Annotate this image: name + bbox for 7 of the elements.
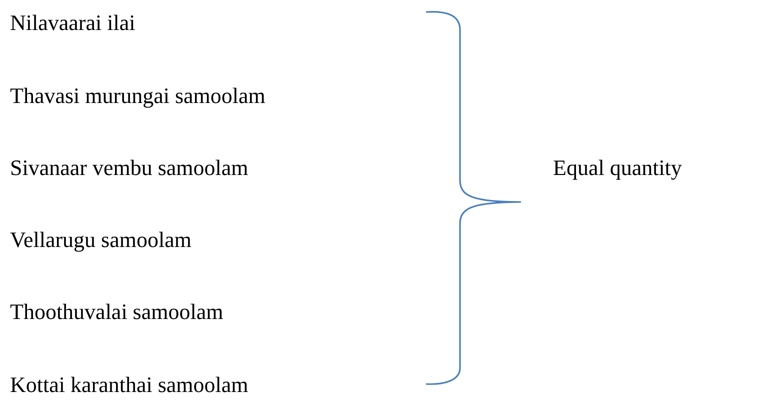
label-text: Thavasi murungai samoolam xyxy=(10,83,266,109)
label-text: Vellarugu samoolam xyxy=(10,227,192,253)
label-text: Equal quantity xyxy=(553,155,682,181)
label-text: Kottai karanthai samoolam xyxy=(10,372,248,398)
label-text: Nilavaarai ilai xyxy=(10,10,136,36)
label-text: Thoothuvalai samoolam xyxy=(10,299,224,325)
label-text: Sivanaar vembu samoolam xyxy=(10,155,248,181)
